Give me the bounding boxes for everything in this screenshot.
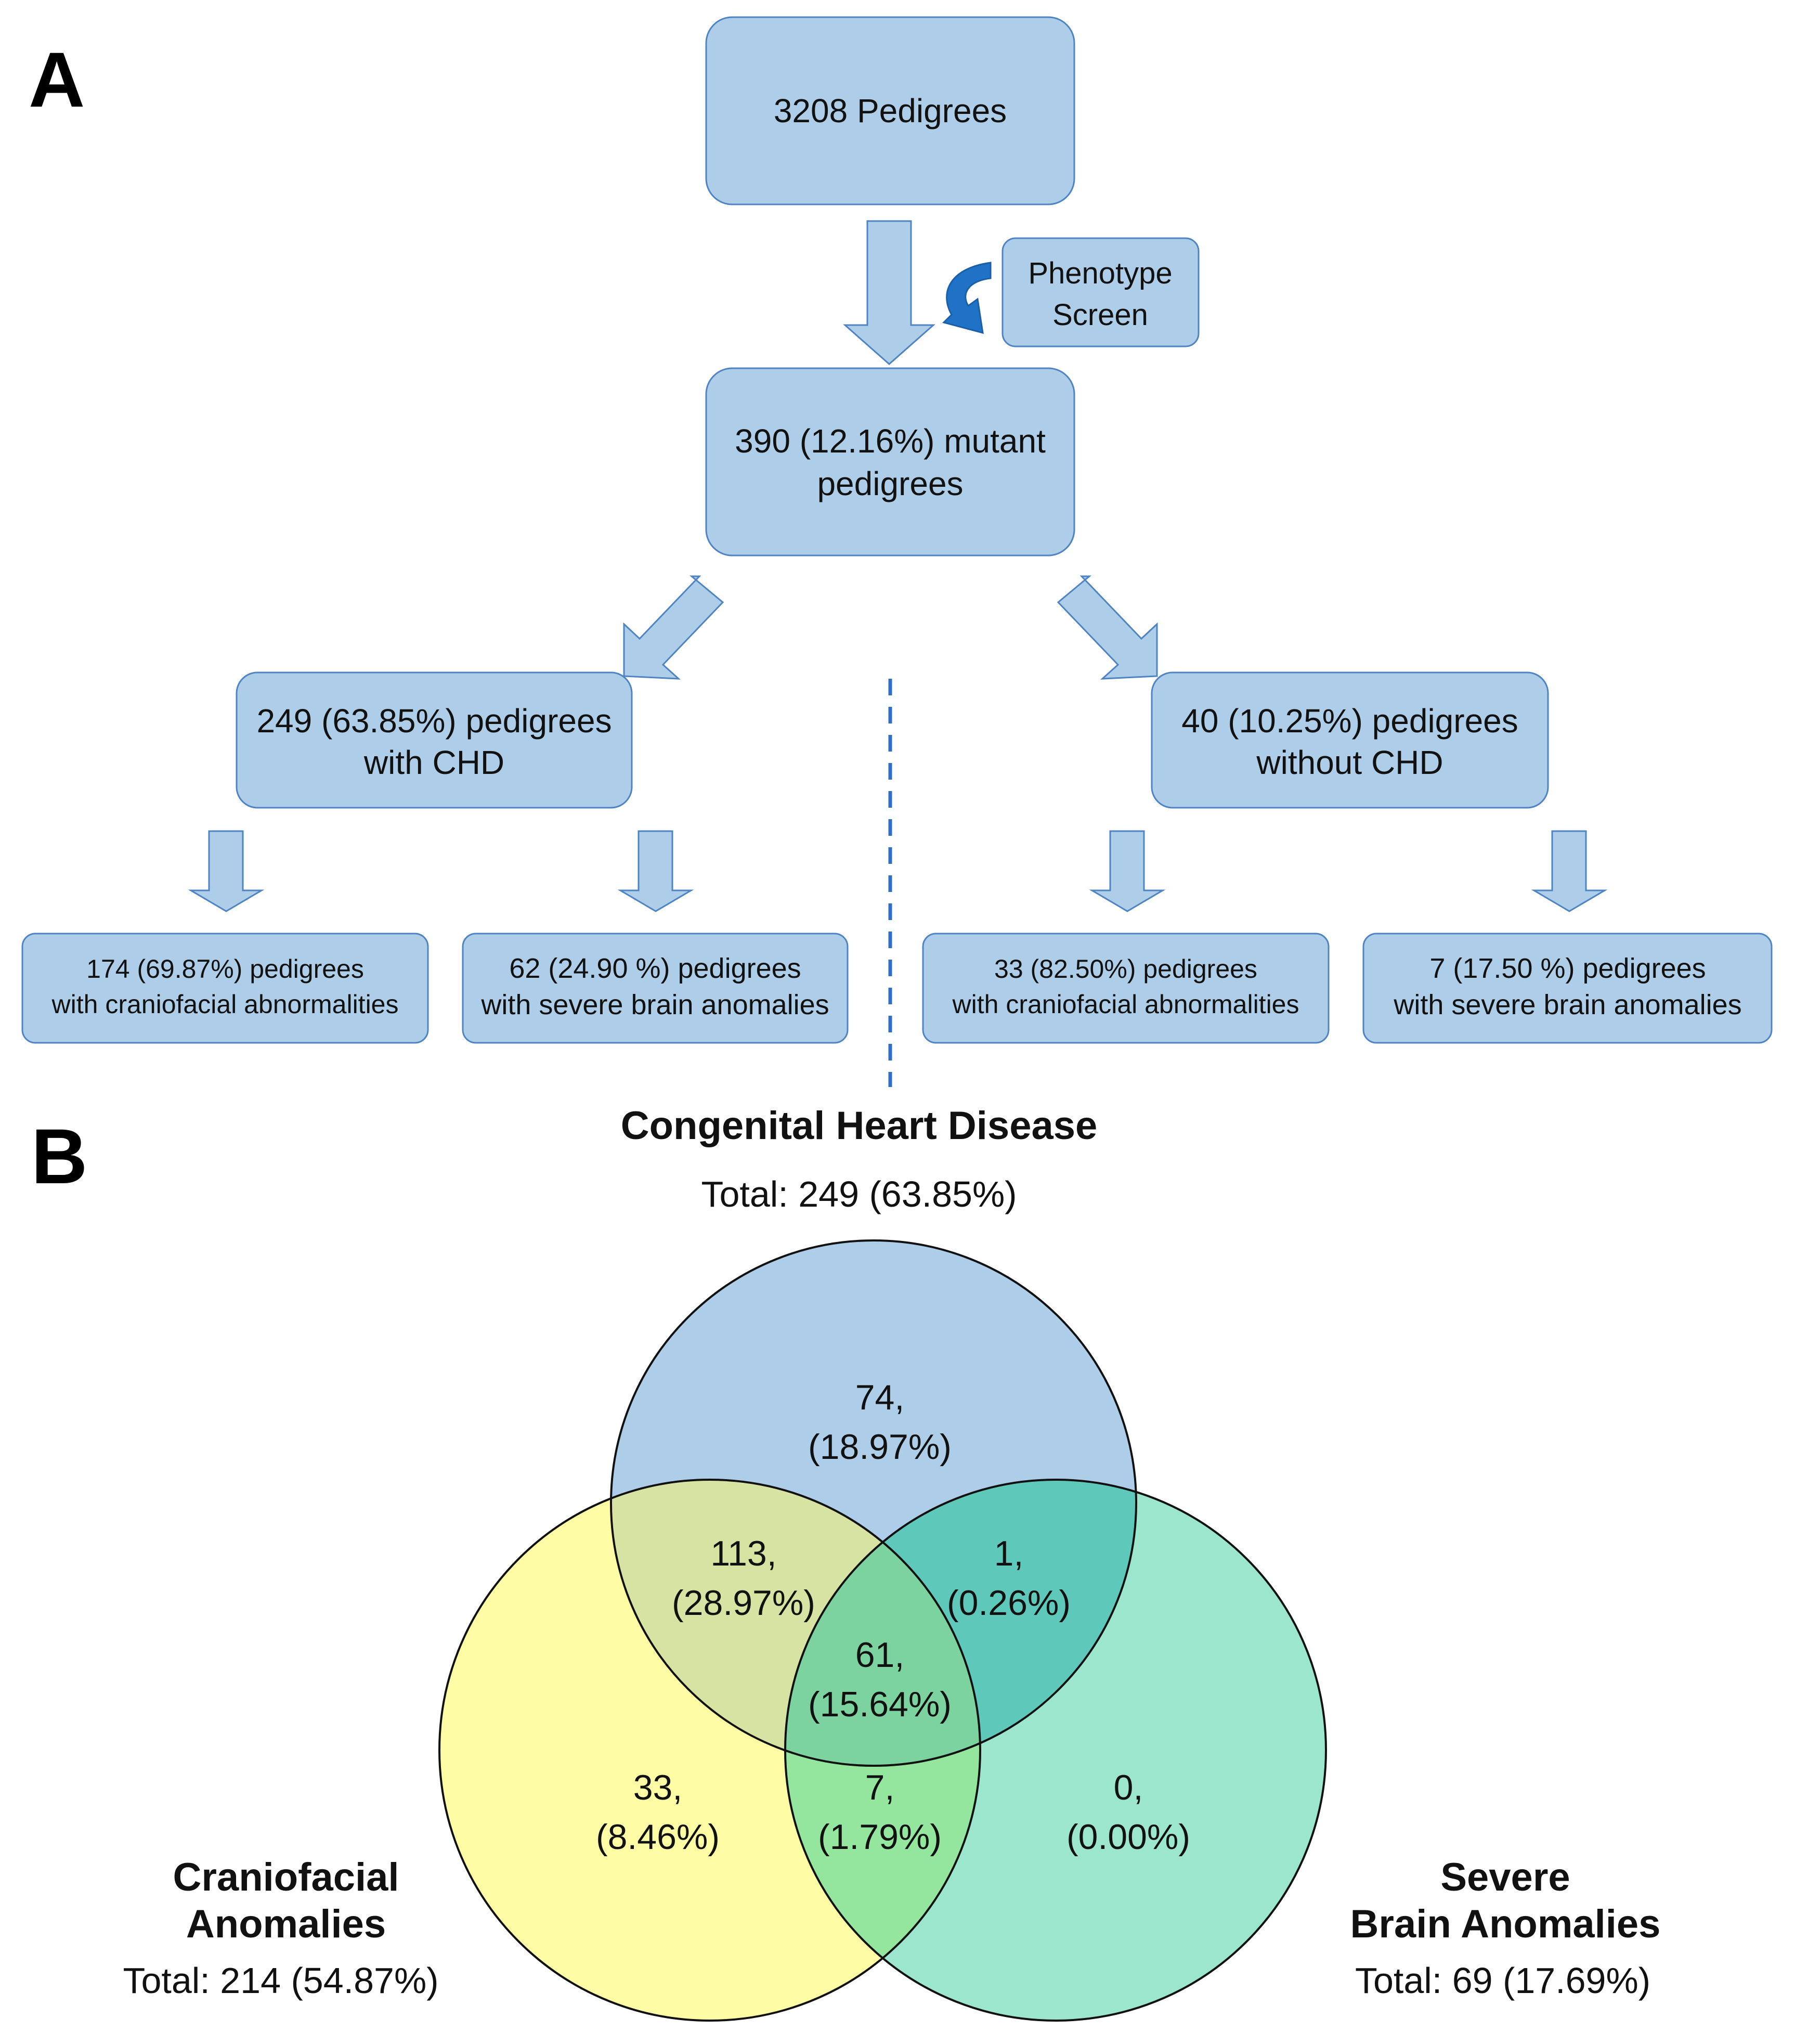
arrow-down-main: [843, 220, 935, 366]
mutant-line-2: pedigrees: [817, 465, 963, 502]
with-chd-line-2: with CHD: [363, 744, 504, 781]
svg-text:(28.97%): (28.97%): [672, 1583, 815, 1623]
cranio-title-line-2: Anomalies: [186, 1902, 386, 1946]
svg-text:0,: 0,: [1114, 1768, 1143, 1807]
leaf-node-4: 7 (17.50 %) pedigrees with severe brain …: [1362, 933, 1773, 1044]
svg-text:113,: 113,: [710, 1534, 776, 1573]
arrow-down-leaf-3: [1089, 830, 1166, 912]
phenotype-screen-node: Phenotype Screen: [1001, 237, 1200, 347]
svg-text:33,: 33,: [633, 1768, 683, 1807]
phenotype-screen-line-1: Phenotype: [1028, 256, 1172, 290]
mutant-line-1: 390 (12.16%) mutant: [735, 422, 1046, 460]
svg-text:7,: 7,: [865, 1768, 895, 1807]
without-chd-node: 40 (10.25%) pedigrees without CHD: [1151, 671, 1549, 809]
region-cranio-only: 33, (8.46%): [596, 1768, 720, 1857]
chd-total: Total: 249 (63.85%): [701, 1174, 1017, 1214]
leaf-1-line-1: 174 (69.87%) pedigrees: [86, 954, 364, 984]
leaf-2-line-1: 62 (24.90 %) pedigrees: [509, 953, 801, 984]
without-chd-line-1: 40 (10.25%) pedigrees: [1181, 702, 1518, 740]
leaf-node-2: 62 (24.90 %) pedigrees with severe brain…: [462, 933, 849, 1044]
svg-text:(18.97%): (18.97%): [808, 1427, 952, 1467]
svg-text:(8.46%): (8.46%): [596, 1817, 720, 1857]
top-node: 3208 Pedigrees: [705, 16, 1075, 205]
svg-text:74,: 74,: [855, 1378, 905, 1417]
leaf-1-line-2: with craniofacial abnormalities: [51, 990, 399, 1019]
leaf-node-1: 174 (69.87%) pedigrees with craniofacial…: [21, 933, 429, 1044]
arrow-diag-left: [623, 575, 724, 680]
svg-text:(0.26%): (0.26%): [947, 1583, 1071, 1623]
cycle-arrow-icon: [942, 262, 992, 334]
phenotype-screen-line-2: Screen: [1052, 298, 1148, 332]
leaf-3-line-1: 33 (82.50%) pedigrees: [994, 954, 1257, 984]
mutant-node: 390 (12.16%) mutant pedigrees: [705, 367, 1075, 557]
arrow-down-leaf-2: [617, 830, 694, 912]
region-cranio-brain: 7, (1.79%): [818, 1768, 942, 1857]
region-chd-cranio: 113, (28.97%): [672, 1534, 815, 1623]
panel-label-a: A: [29, 36, 85, 123]
region-brain-only: 0, (0.00%): [1066, 1768, 1190, 1857]
leaf-node-3: 33 (82.50%) pedigrees with craniofacial …: [922, 933, 1330, 1044]
leaf-2-line-2: with severe brain anomalies: [480, 989, 829, 1020]
svg-text:(15.64%): (15.64%): [808, 1685, 952, 1724]
region-chd-brain: 1, (0.26%): [947, 1534, 1071, 1623]
arrow-down-leaf-1: [188, 830, 265, 912]
brain-total: Total: 69 (17.69%): [1355, 1960, 1650, 2001]
venn-outlines: [438, 1239, 1327, 2022]
svg-text:(1.79%): (1.79%): [818, 1817, 942, 1857]
arrow-down-leaf-4: [1531, 830, 1608, 912]
svg-text:(0.00%): (0.00%): [1066, 1817, 1190, 1857]
without-chd-line-2: without CHD: [1256, 744, 1443, 781]
svg-text:1,: 1,: [994, 1534, 1024, 1573]
region-all-three: 61, (15.64%): [808, 1635, 952, 1724]
leaf-4-line-2: with severe brain anomalies: [1393, 989, 1741, 1020]
with-chd-node: 249 (63.85%) pedigrees with CHD: [236, 671, 633, 809]
svg-text:61,: 61,: [855, 1635, 905, 1675]
chd-title: Congenital Heart Disease: [621, 1104, 1098, 1148]
with-chd-line-1: 249 (63.85%) pedigrees: [256, 702, 612, 740]
region-chd-only: 74, (18.97%): [808, 1378, 952, 1467]
top-node-label: 3208 Pedigrees: [774, 92, 1007, 130]
brain-title-line-1: Severe: [1440, 1855, 1570, 1899]
brain-title-line-2: Brain Anomalies: [1350, 1902, 1661, 1946]
arrow-diag-right: [1057, 575, 1158, 680]
leaf-4-line-1: 7 (17.50 %) pedigrees: [1429, 953, 1706, 984]
panel-label-b: B: [31, 1112, 87, 1200]
cranio-total: Total: 214 (54.87%): [123, 1960, 438, 2001]
cranio-title-line-1: Craniofacial: [173, 1855, 399, 1899]
leaf-3-line-2: with craniofacial abnormalities: [952, 990, 1299, 1019]
